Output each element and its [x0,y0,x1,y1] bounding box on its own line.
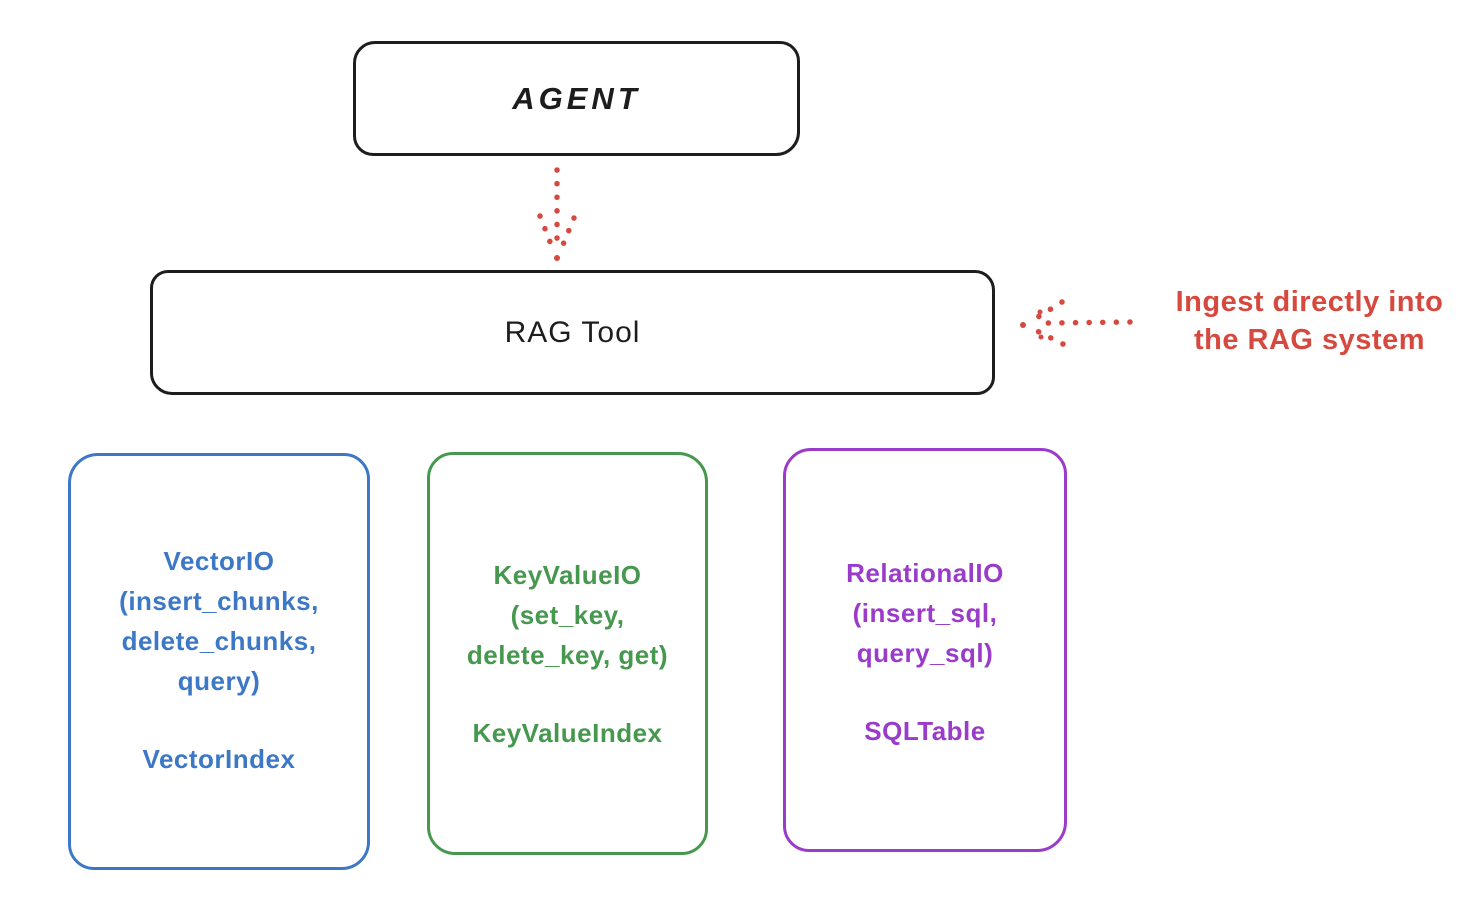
relationalio-index-label: SQLTable [864,716,986,746]
keyvalueio-index-label: KeyValueIndex [472,718,663,748]
relationalio-methods-line2: query_sql) [856,638,994,668]
rag-tool-node: RAG Tool [150,270,995,395]
ingest-annotation-line2: the RAG system [1193,324,1425,356]
keyvalueio-title: KeyValueIO [493,560,642,590]
agent-node-label: AGENT [512,80,641,116]
rag-tool-node-label: RAG Tool [504,315,641,349]
ingest-annotation: Ingest directly into the RAG system [1135,283,1484,359]
vectorio-methods-line3: query) [177,666,261,696]
keyvalueio-box: KeyValueIO (set_key, delete_key, get) Ke… [427,452,708,855]
vectorio-box: VectorIO (insert_chunks, delete_chunks, … [68,453,370,870]
vectorio-title: VectorIO [163,546,275,576]
arrow-left-icon [1020,299,1133,347]
arrow-down-icon [537,167,577,261]
relationalio-box: RelationalIO (insert_sql, query_sql) SQL… [783,448,1067,852]
vectorio-methods-line1: (insert_chunks, [119,586,319,616]
agent-node: AGENT [353,41,800,156]
keyvalueio-methods-line1: (set_key, [510,600,625,630]
vectorio-methods-line2: delete_chunks, [121,626,317,656]
ingest-annotation-line1: Ingest directly into [1175,286,1444,318]
relationalio-methods-line1: (insert_sql, [852,598,998,628]
keyvalueio-methods-line2: delete_key, get) [466,640,669,670]
vectorio-index-label: VectorIndex [142,744,296,774]
relationalio-title: RelationalIO [846,558,1004,588]
